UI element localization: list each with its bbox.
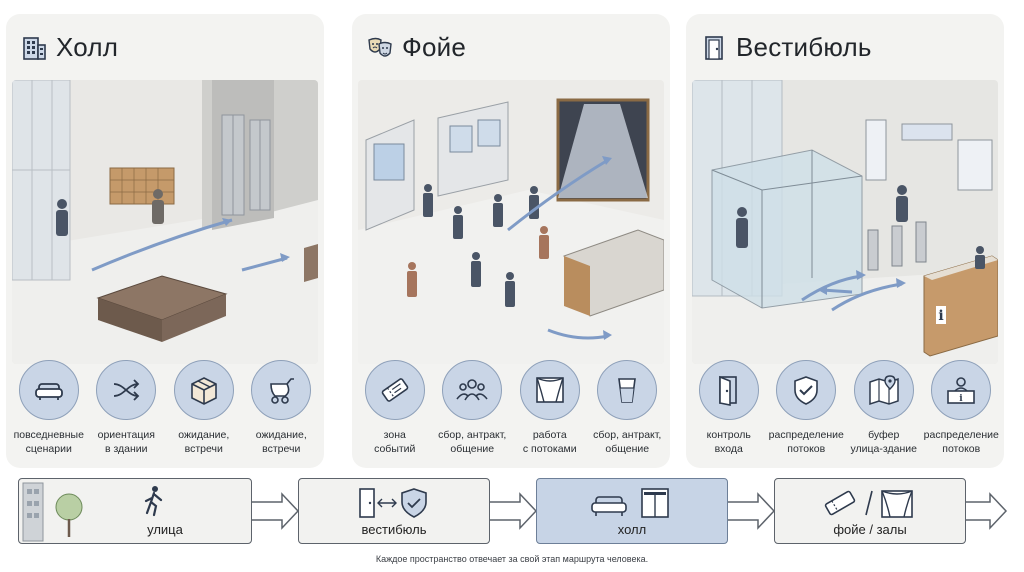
panel-hall-title: Холл — [56, 32, 119, 62]
hall-features: повседневные сценарии ориентация в здани… — [6, 360, 324, 456]
feature-label: распределение потоков — [923, 429, 999, 455]
shuffle-arrows-icon — [96, 360, 157, 420]
foyer-scene-illustration — [358, 80, 664, 364]
panel-foyer: Фойе — [352, 14, 670, 468]
ticket-icon — [364, 360, 425, 420]
stage-curtain-icon — [519, 360, 580, 420]
shield-check-icon — [776, 360, 837, 420]
panel-vestibule: Вестибюль i — [686, 14, 1004, 468]
parcel-box-icon — [173, 360, 234, 420]
route-stage-label: фойе / залы — [833, 522, 907, 537]
route-stage-hall: холл — [536, 478, 728, 544]
route-arrows — [249, 492, 1008, 530]
feature-label: контроль входа — [706, 429, 751, 455]
panel-hall-header: Холл — [20, 32, 118, 63]
feature-item: ориентация в здании — [88, 360, 164, 456]
theater-masks-icon — [368, 37, 392, 57]
feature-item: i распределение потоков — [923, 360, 999, 456]
panel-hall: Холл — [6, 14, 324, 468]
feature-label: сбор, антракт, общение — [593, 429, 662, 455]
feature-label: зона событий — [374, 429, 416, 455]
feature-label: сбор, антракт, общение — [438, 429, 507, 455]
svg-text:i: i — [938, 308, 943, 324]
ticket-curtain-icon — [824, 490, 913, 518]
svg-text:i: i — [960, 394, 964, 404]
feature-item: работа с потоками — [512, 360, 588, 456]
route-stage-street: улица — [18, 478, 252, 544]
walking-person-icon — [144, 486, 163, 517]
map-pin-icon — [853, 360, 914, 420]
panel-vestibule-title: Вестибюль — [736, 32, 872, 62]
feature-label: ожидание, встречи — [178, 429, 230, 455]
reception-desk-icon: i — [931, 360, 992, 420]
route-stage-vestibule: вестибюль — [298, 478, 490, 544]
door-icon — [705, 35, 723, 60]
stroller-icon — [251, 360, 312, 420]
route-flow: улица вестибюль — [0, 472, 1024, 562]
feature-label: ориентация в здании — [97, 429, 155, 455]
feature-label: работа с потоками — [522, 429, 577, 455]
feature-item: ожидание, встречи — [166, 360, 242, 456]
vestibule-features: контроль входа распределение потоков буф… — [686, 360, 1004, 456]
feature-item: повседневные сценарии — [11, 360, 87, 456]
feature-label: повседневные сценарии — [13, 429, 84, 455]
panel-foyer-header: Фойе — [366, 32, 466, 63]
panel-foyer-title: Фойе — [402, 32, 467, 62]
foyer-features: зона событий сбор, антракт, общение рабо… — [352, 360, 670, 456]
street-scene-icon — [22, 482, 83, 542]
feature-item: зона событий — [357, 360, 433, 456]
people-group-icon — [442, 360, 503, 420]
feature-item: буфер улица-здание — [846, 360, 922, 456]
feature-item: сбор, антракт, общение — [434, 360, 510, 456]
feature-label: буфер улица-здание — [850, 429, 917, 455]
sofa-icon — [18, 360, 79, 420]
panel-vestibule-header: Вестибюль — [700, 32, 872, 63]
building-icon — [23, 36, 46, 60]
feature-label: ожидание, встречи — [255, 429, 307, 455]
door-shield-icon — [359, 488, 427, 518]
route-stage-foyer-halls: фойе / залы — [774, 478, 966, 544]
route-stage-label: улица — [147, 522, 183, 537]
route-caption: Каждое пространство отвечает за свой эта… — [375, 554, 649, 564]
feature-item: ожидание, встречи — [243, 360, 319, 456]
feature-item: сбор, антракт, общение — [589, 360, 665, 456]
sofa-elevator-icon — [591, 488, 669, 518]
vestibule-scene-illustration: i — [692, 80, 998, 364]
feature-item: контроль входа — [691, 360, 767, 456]
hall-scene-illustration — [12, 80, 318, 364]
open-door-icon — [698, 360, 759, 420]
feature-item: распределение потоков — [768, 360, 844, 456]
drink-glass-icon — [597, 360, 658, 420]
route-stage-label: холл — [617, 522, 647, 537]
route-stage-label: вестибюль — [361, 522, 427, 537]
feature-label: распределение потоков — [768, 429, 844, 455]
